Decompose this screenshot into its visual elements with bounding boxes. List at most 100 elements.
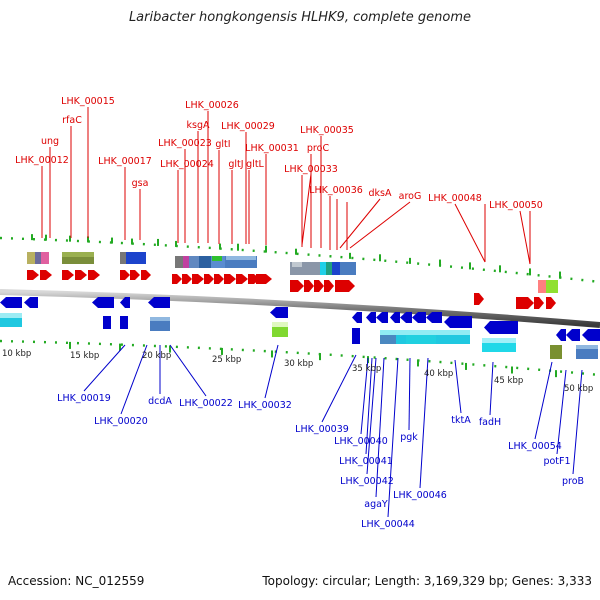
forward-gene-label: LHK_00048 [428, 193, 482, 204]
reverse-gene-arrow [484, 321, 518, 334]
scale-label: 15 kbp [70, 351, 99, 361]
label-leader-line [264, 344, 279, 399]
label-leader-line [454, 359, 462, 414]
forward-feature-block [226, 256, 256, 260]
gene-features [0, 252, 600, 359]
reverse-feature-block [150, 317, 170, 321]
label-leader-line [408, 357, 411, 431]
label-leader-line [169, 344, 207, 397]
forward-gene-arrow [516, 297, 534, 309]
forward-gene-arrow [290, 280, 304, 292]
label-leader-line [365, 357, 373, 455]
forward-gene-arrow [182, 274, 192, 284]
forward-gene-arrow [40, 270, 52, 280]
forward-gene-label: gltL [246, 159, 264, 170]
reverse-gene-arrow [366, 312, 376, 323]
reverse-gene-label: LHK_00022 [179, 398, 233, 409]
label-leader-line [339, 198, 381, 249]
reverse-gene-label: LHK_00032 [238, 400, 292, 411]
forward-gene-arrow [130, 270, 140, 280]
forward-feature-block [326, 262, 332, 275]
scale-label: 10 kbp [2, 349, 31, 359]
forward-gene-label: dksA [369, 188, 392, 199]
forward-gene-arrow [172, 274, 182, 284]
forward-gene-label: LHK_00026 [185, 100, 239, 111]
forward-feature-block [538, 280, 546, 293]
reverse-gene-label: tktA [451, 415, 471, 426]
outer-dotted-ring [0, 236, 600, 284]
genome-backbone [0, 289, 600, 328]
reverse-gene-label: LHK_00040 [334, 436, 388, 447]
forward-gene-arrow [224, 274, 236, 284]
forward-feature-block [175, 256, 183, 268]
forward-gene-arrow [304, 280, 314, 292]
reverse-feature-block [120, 316, 128, 329]
forward-gene-label: LHK_00029 [221, 121, 275, 132]
label-leader-line [301, 173, 312, 246]
forward-gene-arrow [192, 274, 204, 284]
scale-label: 45 kbp [494, 376, 523, 386]
forward-gene-label: aroG [399, 191, 422, 202]
reverse-gene-arrow [566, 329, 580, 341]
genome-summary-text: Topology: circular; Length: 3,169,329 bp… [262, 574, 592, 588]
reverse-gene-arrow [120, 297, 130, 308]
forward-gene-label: LHK_00015 [61, 96, 115, 107]
reverse-gene-label: agaY [364, 499, 388, 510]
forward-feature-block [120, 252, 126, 264]
label-leaders [41, 107, 583, 518]
forward-gene-label: LHK_00023 [158, 138, 212, 149]
reverse-feature-block [576, 345, 598, 349]
forward-feature-block [212, 256, 222, 261]
forward-feature-block [546, 280, 558, 293]
reverse-gene-arrow [24, 297, 38, 308]
reverse-gene-label: LHK_00019 [57, 393, 111, 404]
forward-gene-label: LHK_00035 [300, 125, 354, 136]
forward-gene-arrow [534, 297, 544, 309]
forward-gene-label: LHK_00050 [489, 200, 543, 211]
label-leader-line [366, 357, 377, 475]
reverse-gene-label: pgk [400, 432, 418, 443]
reverse-gene-arrow [0, 297, 22, 308]
reverse-feature-block [103, 316, 111, 321]
forward-gene-label: proC [307, 143, 330, 154]
label-leader-line [349, 201, 411, 249]
reverse-feature-block [482, 338, 516, 343]
reverse-gene-arrow [582, 329, 600, 341]
forward-gene-label: LHK_00012 [15, 155, 69, 166]
reverse-feature-block [103, 316, 111, 329]
forward-feature-block [41, 252, 49, 264]
reverse-gene-arrow [376, 312, 388, 323]
forward-feature-block [62, 252, 94, 257]
forward-feature-block [183, 256, 189, 268]
reverse-gene-label: LHK_00042 [340, 476, 394, 487]
forward-feature-block [126, 252, 146, 264]
forward-gene-label: gltJ [228, 159, 243, 170]
reverse-gene-label: LHK_00054 [508, 441, 562, 452]
forward-gene-arrow [314, 280, 324, 292]
reverse-feature-block [380, 330, 470, 335]
reverse-gene-arrow [270, 307, 288, 318]
reverse-gene-label: fadH [479, 417, 501, 428]
reverse-gene-label: LHK_00039 [295, 424, 349, 435]
page-title: Laribacter hongkongensis HLHK9, complete… [128, 10, 472, 25]
label-leader-line [83, 344, 126, 392]
reverse-feature-block [0, 313, 22, 318]
reverse-gene-label: LHK_00046 [393, 490, 447, 501]
reverse-gene-arrow [426, 312, 442, 323]
label-leader-line [556, 369, 567, 455]
reverse-gene-label: potF1 [543, 456, 570, 467]
forward-gene-arrow [474, 293, 484, 305]
scale-label: 40 kbp [424, 369, 453, 379]
label-leader-line [519, 210, 531, 265]
label-leader-line [489, 361, 494, 416]
reverse-feature-block [396, 330, 406, 344]
reverse-gene-arrow [92, 297, 114, 308]
forward-gene-arrow [546, 297, 556, 309]
scale-label: 25 kbp [212, 355, 241, 365]
scale-label: 20 kbp [142, 351, 171, 361]
forward-gene-label: LHK_00033 [284, 164, 338, 175]
label-leader-line [321, 354, 357, 423]
reverse-gene-label: LHK_00044 [361, 519, 415, 530]
reverse-gene-arrow [412, 312, 426, 323]
